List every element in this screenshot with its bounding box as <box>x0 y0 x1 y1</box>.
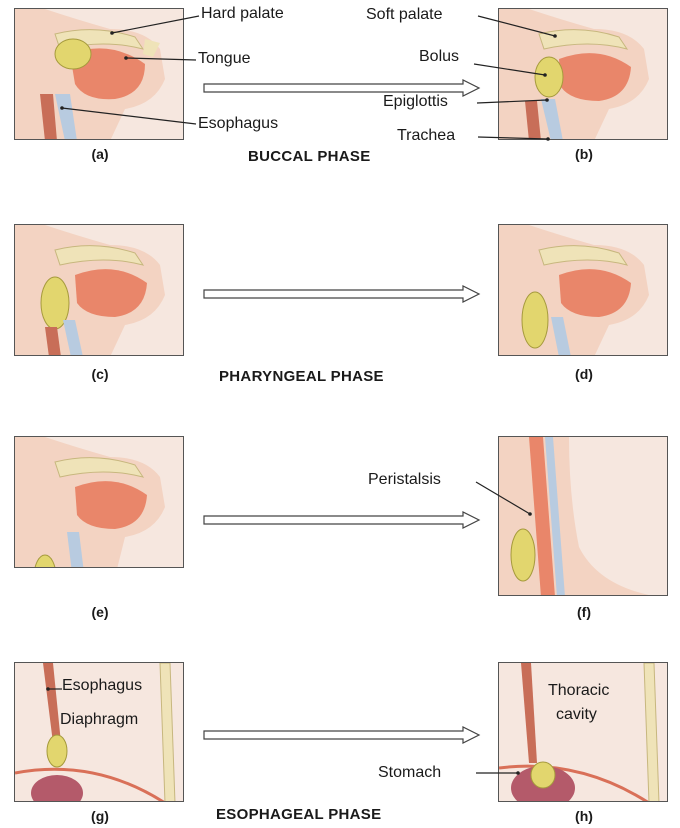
thoracic-cavity-label-line1: Thoracic <box>548 682 609 700</box>
panel-b-letter: (b) <box>564 146 604 162</box>
head-section-illustration <box>15 437 184 568</box>
stomach-label: Stomach <box>378 764 441 782</box>
diaphragm-label: Diaphragm <box>60 711 138 729</box>
pharyngeal-phase-title: PHARYNGEAL PHASE <box>219 368 384 385</box>
panel-h-letter: (h) <box>564 808 604 824</box>
panel-e-letter: (e) <box>80 604 120 620</box>
bolus-label: Bolus <box>419 48 459 66</box>
panel-f-letter: (f) <box>564 604 604 620</box>
buccal-phase-title: BUCCAL PHASE <box>248 148 371 165</box>
head-section-illustration <box>15 9 184 140</box>
epiglottis-label: Epiglottis <box>383 93 448 111</box>
panel-a <box>14 8 184 140</box>
neck-section-illustration <box>499 437 668 596</box>
panel-b <box>498 8 668 140</box>
tongue-label: Tongue <box>198 50 251 68</box>
peristalsis-label: Peristalsis <box>368 471 441 489</box>
panel-c <box>14 224 184 356</box>
head-section-illustration <box>499 225 668 356</box>
right-arrow-icon <box>203 725 481 745</box>
panel-g-letter: (g) <box>80 808 120 824</box>
esophagus-label-g: Esophagus <box>62 677 142 695</box>
head-section-illustration <box>499 9 668 140</box>
panel-f <box>498 436 668 596</box>
esophagus-label-a: Esophagus <box>198 115 278 133</box>
thoracic-cavity-label-line2: cavity <box>556 706 597 724</box>
right-arrow-icon <box>203 284 481 304</box>
trachea-label: Trachea <box>397 127 455 145</box>
hard-palate-label: Hard palate <box>201 5 284 23</box>
right-arrow-icon <box>203 510 481 530</box>
panel-d <box>498 224 668 356</box>
head-section-illustration <box>15 225 184 356</box>
esophageal-phase-title: ESOPHAGEAL PHASE <box>216 806 381 823</box>
soft-palate-label: Soft palate <box>366 6 443 24</box>
panel-c-letter: (c) <box>80 366 120 382</box>
panel-d-letter: (d) <box>564 366 604 382</box>
panel-a-letter: (a) <box>80 146 120 162</box>
panel-e <box>14 436 184 568</box>
